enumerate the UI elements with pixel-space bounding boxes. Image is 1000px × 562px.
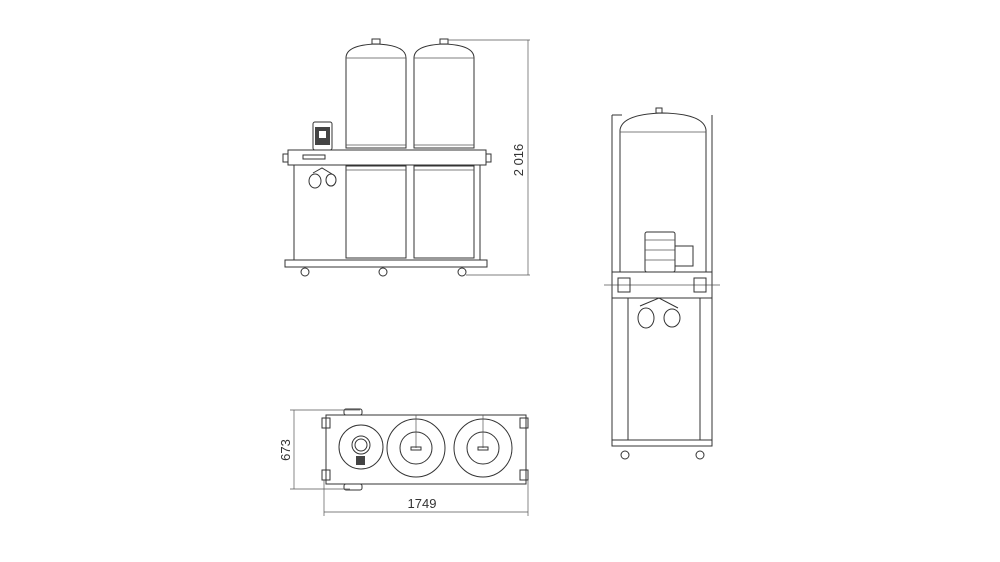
filter-tank-right — [413, 38, 475, 259]
frame — [282, 149, 492, 268]
filter-tank-left — [345, 38, 407, 259]
wheels — [300, 267, 467, 277]
width-dimension: 1749 — [323, 480, 529, 516]
side-view — [604, 107, 720, 460]
top-view: 673 1749 — [278, 408, 529, 516]
depth-dimension-label: 673 — [278, 439, 293, 461]
side-inlet-pipes — [637, 297, 681, 329]
height-dimension: 2 016 — [448, 39, 530, 276]
inlet-pipes — [308, 167, 337, 189]
front-view: 2 016 — [282, 38, 530, 277]
side-motor — [644, 231, 694, 273]
height-dimension-label: 2 016 — [511, 144, 526, 177]
motor — [312, 121, 333, 151]
depth-dimension: 673 — [278, 409, 360, 490]
width-dimension-label: 1749 — [408, 496, 437, 511]
